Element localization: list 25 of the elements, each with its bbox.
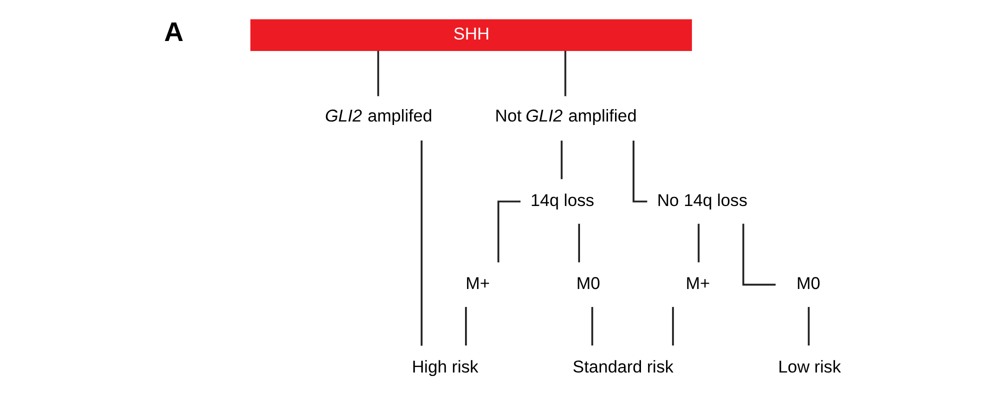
node-text: 14q loss: [530, 191, 594, 210]
node-text: GLI2 amplifed: [324, 106, 432, 126]
connector: [698, 224, 700, 262]
node-text: No 14q loss: [657, 191, 748, 210]
node-text: M+: [686, 274, 710, 294]
connector: [808, 306, 810, 346]
node-text: M0: [796, 274, 820, 294]
connector: [742, 224, 776, 286]
label: A: [164, 16, 184, 47]
node-text: Low risk: [778, 357, 841, 376]
connector: [560, 140, 563, 180]
node-text: M+: [466, 274, 490, 294]
node-box: SHH: [250, 19, 692, 52]
node-text: M0: [576, 274, 600, 294]
node-text: High risk: [412, 357, 478, 376]
connector: [377, 50, 380, 96]
node-text: Standard risk: [572, 357, 674, 376]
connector: [578, 224, 580, 262]
connector: [591, 306, 594, 346]
connector: [564, 50, 566, 96]
connector: [465, 306, 467, 346]
node-text: Not GLI2 amplified: [495, 106, 637, 126]
connector: [420, 140, 423, 346]
connector: [497, 200, 520, 262]
connector: [672, 306, 674, 346]
